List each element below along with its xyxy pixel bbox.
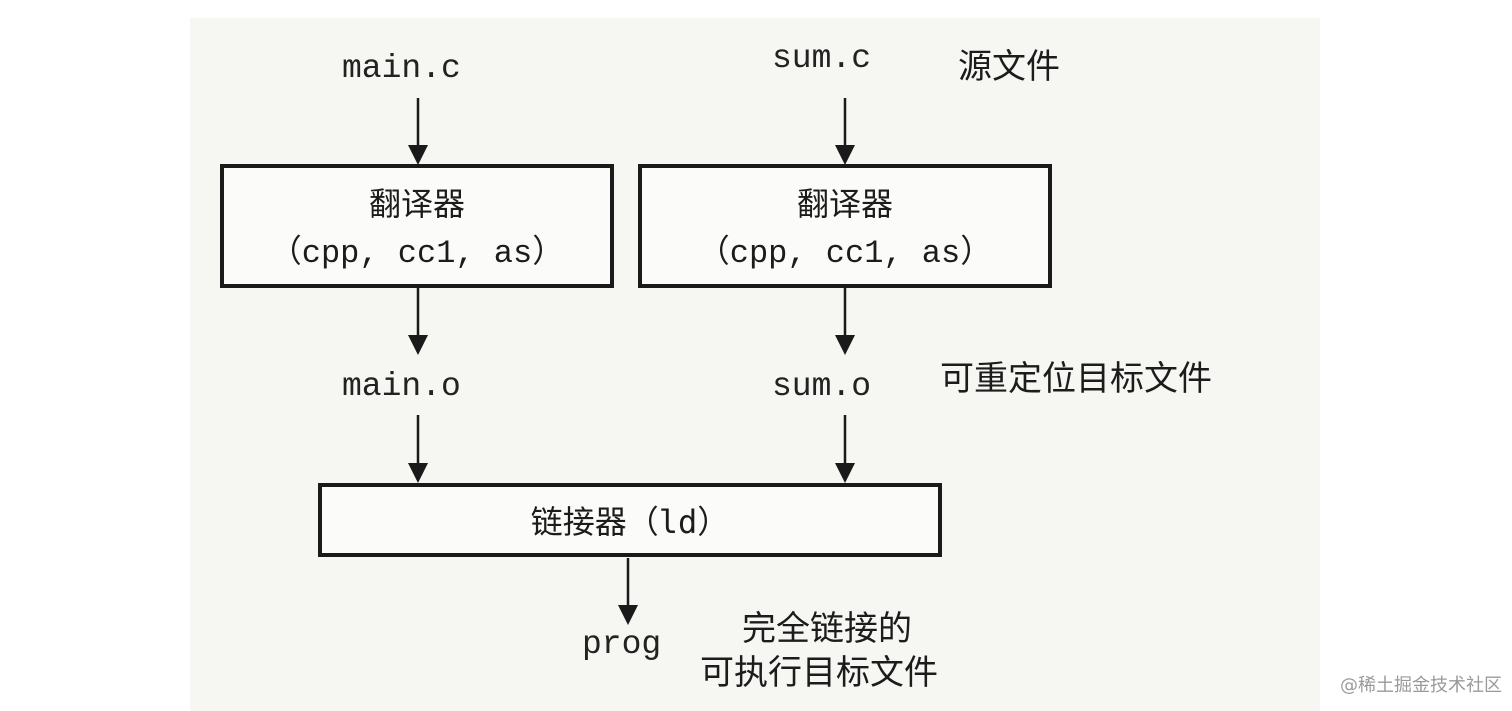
watermark-text: @稀土掘金技术社区: [1340, 675, 1502, 696]
translator-box-left: 翻译器 （cpp, cc1, as）: [220, 164, 614, 288]
translator-left-title: 翻译器: [368, 185, 465, 223]
output-file-prog: prog: [582, 626, 662, 663]
diagram-paper: [190, 18, 1320, 711]
object-file-sum-o: sum.o: [772, 368, 872, 405]
output-label-line1: 完全链接的: [742, 609, 912, 649]
translator-box-right: 翻译器 （cpp, cc1, as）: [638, 164, 1052, 288]
linker-box: 链接器（ld）: [318, 483, 942, 557]
translator-right-tools: （cpp, cc1, as）: [697, 235, 993, 272]
linker-label: 链接器（ld）: [530, 503, 730, 541]
object-files-label: 可重定位目标文件: [940, 359, 1212, 399]
source-files-label: 源文件: [958, 47, 1060, 87]
object-file-main-o: main.o: [342, 368, 461, 405]
translator-right-title: 翻译器: [796, 185, 893, 223]
translator-left-tools: （cpp, cc1, as）: [269, 235, 565, 272]
source-file-main-c: main.c: [342, 50, 461, 87]
source-file-sum-c: sum.c: [772, 40, 872, 77]
output-label-line2: 可执行目标文件: [700, 653, 938, 693]
